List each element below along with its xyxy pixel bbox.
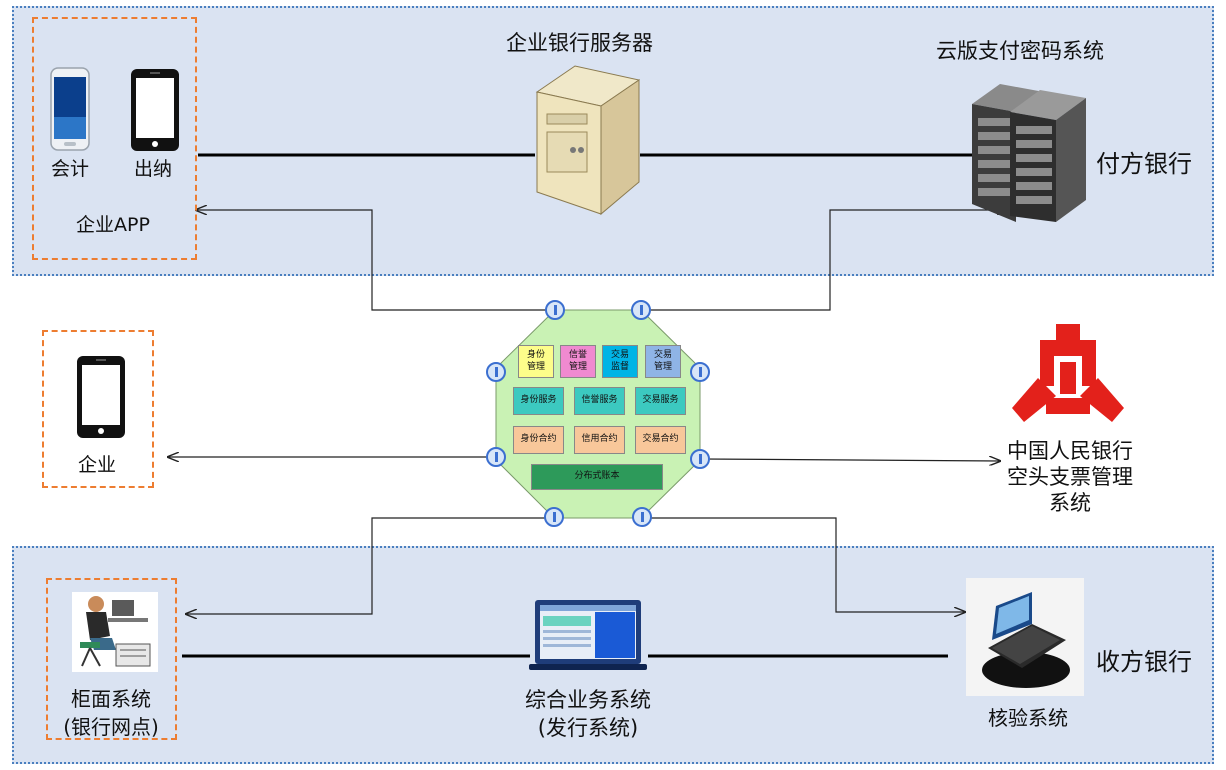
mobile-phone-icon (131, 69, 179, 151)
counter-system-line1: 柜面系统 (71, 687, 151, 711)
counter-system-line2: (银行网点) (63, 715, 159, 739)
arrow-to-app (196, 210, 555, 311)
module-identity-contract: 身份合约 (513, 426, 564, 454)
cloud-crypto-label: 云版支付密码系统 (936, 39, 1104, 63)
enterprise-app-label: 企业APP (76, 214, 150, 236)
module-credit-contract: 信用合约 (574, 426, 625, 454)
module-reputation-service: 信誉服务 (574, 387, 625, 415)
server-icon (535, 65, 640, 216)
counter-system-group (46, 578, 177, 740)
distributed-ledger: 分布式账本 (531, 464, 663, 490)
pboc-label-line1: 中国人民银行 (1007, 439, 1133, 463)
blockchain-node-icon (545, 300, 565, 320)
payee-bank-label: 收方银行 (1096, 648, 1192, 676)
blockchain-node-icon (486, 447, 506, 467)
module-transaction-mgmt: 交易 管理 (645, 345, 681, 378)
pboc-logo (1012, 324, 1124, 422)
payer-bank-label: 付方银行 (1096, 150, 1192, 178)
bank-server-label: 企业银行服务器 (506, 31, 653, 55)
blockchain-node-icon (632, 507, 652, 527)
pboc-label: 中国人民银行 空头支票管理 系统 (990, 438, 1150, 516)
pboc-label-line2: 空头支票管理 (1007, 465, 1133, 489)
enterprise-app-group (32, 17, 197, 260)
integrated-system-line2: (发行系统) (537, 716, 639, 740)
enterprise-label: 企业 (78, 454, 117, 476)
module-reputation-mgmt: 信誉 管理 (560, 345, 596, 378)
arrow-to-crypto (641, 210, 1008, 311)
verification-laptop-icon (966, 578, 1084, 696)
blockchain-node-icon (486, 362, 506, 382)
arrow-to-pboc (701, 459, 1000, 461)
server-rack-icon (972, 84, 1086, 222)
module-identity-mgmt: 身份 管理 (518, 345, 554, 378)
arrow-to-verify (642, 517, 965, 612)
module-identity-service: 身份服务 (513, 387, 564, 415)
module-transaction-contract: 交易合约 (635, 426, 686, 454)
laptop-icon (529, 600, 647, 670)
smartphone-icon (50, 67, 90, 151)
cashier-label: 出纳 (134, 158, 173, 180)
integrated-system-label: 综合业务系统 (发行系统) (500, 686, 676, 742)
enterprise-group (42, 330, 154, 488)
module-transaction-supervision: 交易 监督 (602, 345, 638, 378)
module-transaction-service: 交易服务 (635, 387, 686, 415)
integrated-system-line1: 综合业务系统 (525, 688, 651, 712)
arrow-to-counter (186, 517, 554, 614)
blockchain-node-icon (690, 362, 710, 382)
blockchain-node-icon (631, 300, 651, 320)
accountant-label: 会计 (51, 158, 90, 180)
counter-system-label: 柜面系统 (银行网点) (50, 685, 172, 741)
clerk-workstation-icon (72, 592, 158, 672)
mobile-phone-icon (77, 356, 125, 438)
blockchain-node-icon (544, 507, 564, 527)
blockchain-node-icon (690, 449, 710, 469)
pboc-label-line3: 系统 (1049, 491, 1091, 515)
verification-label: 核验系统 (988, 706, 1068, 730)
